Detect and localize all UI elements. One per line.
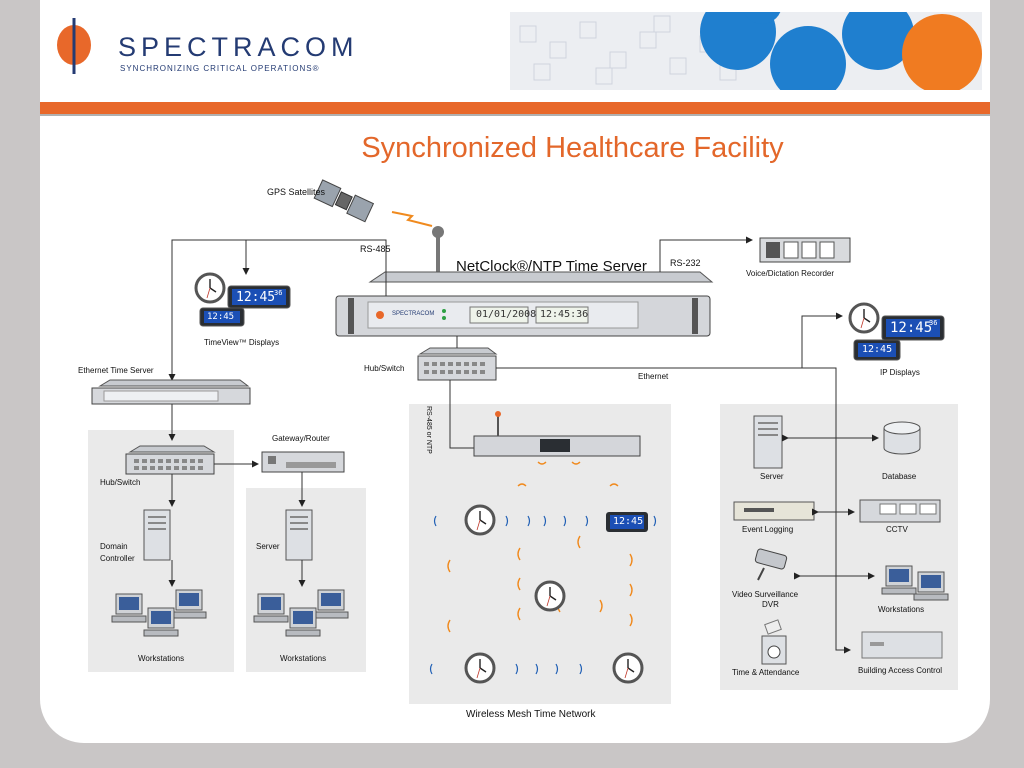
ethernet-time-server-label: Ethernet Time Server: [78, 366, 154, 375]
netclock-label: NetClock®/NTP Time Server: [456, 258, 647, 275]
device-brand-label: SPECTRACOM: [392, 311, 435, 317]
workstations-right-icon: [881, 565, 949, 601]
header-banner-image: [510, 12, 982, 90]
device-date-readout: 01/01/2008: [476, 309, 537, 320]
ip-main-readout: 12:45: [890, 320, 933, 336]
voice-recorder-label: Voice/Dictation Recorder: [746, 269, 835, 278]
network-diagram: [91, 179, 949, 684]
timeview-main-readout: 12:45: [236, 290, 276, 305]
workstations-label-3: Workstations: [878, 605, 925, 614]
accent-bar-shadow: [40, 114, 990, 116]
cctv-icon: [859, 499, 941, 523]
spectracom-logo-icon: [57, 18, 91, 74]
workstations-left-icon: [111, 589, 207, 637]
server-left-icon: [285, 509, 313, 561]
ip-displays-label: IP Displays: [880, 368, 920, 377]
gps-satellite-icon: [313, 179, 375, 223]
wireless-display-icon: [606, 512, 648, 532]
event-logging-icon: [733, 501, 815, 521]
slide: SPECTRACOM SYNCHRONIZING CRITICAL OPERAT…: [40, 0, 990, 743]
accent-bar: [40, 102, 990, 114]
timeview-small-readout: 12:45: [207, 312, 235, 322]
gateway-router-label: Gateway/Router: [272, 434, 330, 443]
server-right-label: Server: [760, 472, 784, 481]
database-label: Database: [882, 472, 917, 481]
hub-switch-top-icon: [417, 347, 498, 381]
timeview-label: TimeView™ Displays: [204, 338, 280, 347]
domain-label-1: Domain: [100, 542, 128, 551]
wireless-mesh-label: Wireless Mesh Time Network: [466, 709, 596, 720]
domain-label-2: Controller: [100, 554, 135, 563]
rs485-ntp-label: RS-485 or NTP: [425, 406, 432, 454]
timeview-sec-readout: 36: [274, 289, 283, 297]
building-access-label: Building Access Control: [858, 666, 943, 675]
workstations-label-2: Workstations: [280, 654, 327, 663]
ip-display-icon: [848, 302, 945, 361]
wireless-display-readout: 12:45: [613, 516, 644, 527]
hub-switch-top-label: Hub/Switch: [364, 364, 405, 373]
server-left-label: Server: [256, 542, 280, 551]
video-camera-icon: [754, 548, 788, 581]
video-label-2: DVR: [762, 600, 779, 609]
wireless-base-station-icon: [473, 411, 641, 457]
video-label-1: Video Surveillance: [732, 590, 799, 599]
hub-switch-left-icon: [125, 445, 216, 475]
wireless-waves: [447, 461, 633, 633]
gps-label: GPS Satellites: [267, 187, 326, 197]
event-logging-label: Event Logging: [742, 525, 794, 534]
ethernet-time-server-icon: [91, 379, 251, 405]
device-time-readout: 12:45:36: [540, 309, 589, 320]
voice-recorder-icon: [759, 237, 851, 263]
time-attendance-icon: [761, 619, 787, 665]
hub-switch-left-label: Hub/Switch: [100, 478, 141, 487]
building-access-icon: [861, 631, 943, 659]
rs232-label: RS-232: [670, 258, 701, 268]
workstations-label-1: Workstations: [138, 654, 185, 663]
timeview-display-icon: [194, 272, 291, 327]
brand-tagline: SYNCHRONIZING CRITICAL OPERATIONS®: [120, 64, 320, 73]
workstations-middle-icon: [253, 589, 349, 637]
wireless-clock-icon: [464, 504, 644, 684]
page-title: Synchronized Healthcare Facility: [361, 132, 784, 164]
cctv-label: CCTV: [886, 525, 908, 534]
brand-name: SPECTRACOM: [118, 32, 359, 62]
ip-sec-readout: 36: [929, 319, 938, 327]
domain-controller-icon: [143, 509, 171, 561]
gateway-router-icon: [261, 451, 345, 473]
rs485-label: RS-485: [360, 244, 391, 254]
database-icon: [883, 421, 921, 455]
ip-small-readout: 12:45: [862, 344, 893, 355]
time-attendance-label: Time & Attendance: [732, 668, 800, 677]
server-right-icon: [753, 415, 783, 469]
netclock-server-box: [335, 271, 714, 337]
ethernet-label: Ethernet: [638, 372, 669, 381]
